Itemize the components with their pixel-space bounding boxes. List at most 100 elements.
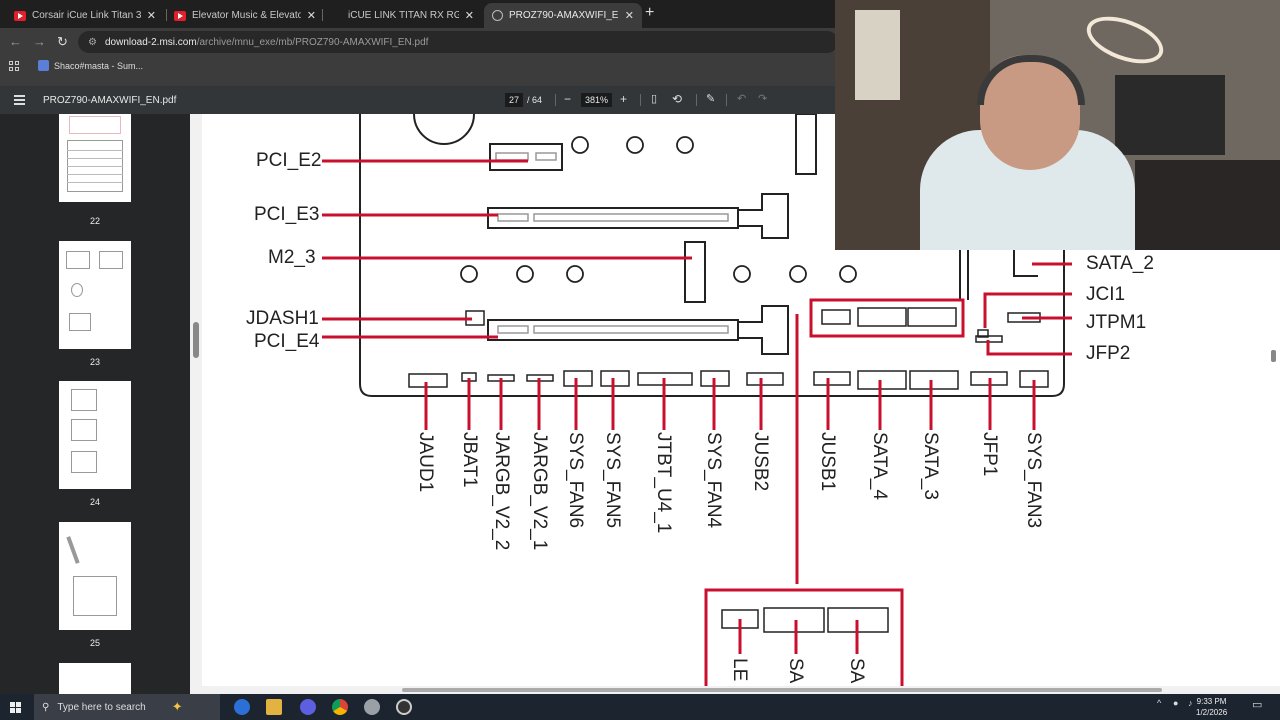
tray-expand-icon[interactable]: ^ bbox=[1157, 698, 1162, 708]
toolbar-divider bbox=[555, 94, 556, 106]
tab-divider bbox=[166, 9, 167, 21]
menu-icon[interactable] bbox=[14, 95, 25, 107]
horizontal-scrollbar[interactable] bbox=[202, 686, 1280, 694]
tab-corsair-video[interactable]: Corsair iCue Link Titan 360 RX ✕ bbox=[6, 3, 164, 28]
close-tab-icon[interactable]: ✕ bbox=[624, 10, 634, 22]
toolbar-divider bbox=[640, 94, 641, 106]
thumb-figure bbox=[71, 451, 97, 473]
thumb-table bbox=[99, 251, 123, 269]
label-jfp1: JFP1 bbox=[979, 432, 1000, 477]
webcam-ring-light bbox=[1080, 7, 1170, 73]
obs-icon[interactable] bbox=[396, 699, 412, 715]
bookmark-item[interactable]: Shaco#masta - Sum... bbox=[38, 60, 143, 71]
reload-icon[interactable]: ↻ bbox=[57, 34, 68, 49]
windows-taskbar: ⚲ Type here to search ✦ ^ ● ♪ 9:33 PM 1/… bbox=[0, 694, 1280, 720]
microphone-icon[interactable]: ● bbox=[1173, 698, 1179, 708]
discord-icon[interactable] bbox=[300, 699, 316, 715]
sidebar-scrollbar[interactable] bbox=[190, 114, 202, 694]
zoom-in-button[interactable]: + bbox=[620, 92, 628, 106]
fit-page-icon[interactable]: ▯ bbox=[651, 93, 658, 105]
thumb-figure bbox=[73, 576, 117, 616]
file-explorer-icon[interactable] bbox=[266, 699, 282, 715]
notifications-icon[interactable]: ▭ bbox=[1252, 699, 1263, 711]
app-icon-gray[interactable] bbox=[364, 699, 380, 715]
globe-icon bbox=[492, 10, 503, 21]
thumb-figure bbox=[71, 419, 97, 441]
taskbar-clock[interactable]: 9:33 PM 1/2/2026 bbox=[1196, 696, 1227, 718]
thumbnail-page-26[interactable] bbox=[59, 663, 131, 694]
board-outline bbox=[359, 114, 1065, 397]
sata-port bbox=[907, 307, 957, 327]
new-tab-button[interactable]: + bbox=[645, 4, 655, 21]
callout-line bbox=[986, 340, 1072, 356]
label-jtbt-u4-1: JTBT_U4_1 bbox=[653, 432, 674, 534]
thumbnail-sidebar: 22 23 24 25 bbox=[0, 114, 190, 694]
thumbnail-page-23[interactable] bbox=[59, 241, 131, 349]
forward-arrow-icon[interactable]: → bbox=[33, 34, 46, 49]
motherboard-layout-diagram bbox=[322, 114, 1072, 686]
thumbnail-page-25[interactable] bbox=[59, 522, 131, 630]
mounting-hole bbox=[839, 265, 857, 283]
slot-latch bbox=[738, 193, 789, 239]
thumb-line bbox=[67, 174, 123, 175]
page-number-input[interactable]: 27 bbox=[505, 93, 524, 107]
slot-contact bbox=[495, 152, 529, 161]
url-input[interactable]: ⚙ download-2.msi.com /archive/mnu_exe/mb… bbox=[78, 31, 838, 53]
pdf-toolbar: PROZ790-AMAXWIFI_EN.pdf 27 / 64 − 381% +… bbox=[0, 86, 840, 114]
thumbnail-page-number: 25 bbox=[89, 638, 100, 648]
app-icon-blue[interactable] bbox=[234, 699, 250, 715]
header-sata4 bbox=[857, 370, 907, 390]
back-arrow-icon[interactable]: ← bbox=[9, 34, 22, 49]
apps-grid-icon[interactable] bbox=[9, 61, 19, 71]
close-tab-icon[interactable]: ✕ bbox=[306, 10, 316, 22]
horizontal-scroll-thumb[interactable] bbox=[402, 688, 1162, 692]
label-sys-fan3: SYS_FAN3 bbox=[1023, 432, 1044, 529]
undo-icon[interactable]: ↶ bbox=[737, 93, 747, 105]
label-jtpm1: JTPM1 bbox=[1086, 312, 1147, 333]
site-settings-icon[interactable]: ⚙ bbox=[88, 36, 97, 48]
chrome-icon[interactable] bbox=[332, 699, 348, 715]
redo-icon[interactable]: ↷ bbox=[758, 93, 768, 105]
close-tab-icon[interactable]: ✕ bbox=[464, 10, 474, 22]
label-inset-sata: SA bbox=[785, 658, 806, 684]
close-tab-icon[interactable]: ✕ bbox=[146, 10, 156, 22]
label-jci1: JCI1 bbox=[1086, 284, 1126, 305]
callout-lines bbox=[322, 159, 1072, 686]
slot-contact bbox=[535, 152, 557, 161]
callout-line bbox=[983, 292, 1072, 328]
mounting-hole bbox=[789, 265, 807, 283]
webcam-desk bbox=[1135, 160, 1280, 250]
thumb-figure bbox=[71, 283, 83, 297]
vertical-scroll-thumb[interactable] bbox=[1271, 350, 1276, 362]
thumbnail-page-24[interactable] bbox=[59, 381, 131, 489]
sata2-connector bbox=[1013, 246, 1038, 277]
mounting-holes bbox=[460, 136, 857, 283]
rotate-icon[interactable]: ⟲ bbox=[672, 92, 683, 106]
zoom-level-input[interactable]: 381% bbox=[581, 93, 613, 107]
m2-slot-right bbox=[959, 246, 969, 300]
tab-elevator-music[interactable]: Elevator Music & Elevator Jazz ✕ bbox=[166, 3, 324, 28]
speaker-icon[interactable]: ♪ bbox=[1188, 698, 1193, 708]
sata-highlight-box bbox=[809, 298, 965, 338]
clock-time: 9:33 PM bbox=[1196, 697, 1227, 706]
taskbar-search-input[interactable]: ⚲ Type here to search ✦ bbox=[34, 694, 220, 720]
windows-start-icon[interactable] bbox=[10, 702, 21, 713]
label-jbat1: JBAT1 bbox=[459, 432, 480, 488]
sata-led bbox=[821, 309, 851, 325]
label-jaud1: JAUD1 bbox=[415, 432, 436, 493]
clock-date: 1/2/2026 bbox=[1196, 708, 1228, 717]
zoom-out-button[interactable]: − bbox=[564, 92, 572, 106]
annotate-icon[interactable]: ✎ bbox=[706, 93, 716, 105]
mounting-hole bbox=[571, 136, 589, 154]
tab-divider bbox=[322, 9, 323, 21]
label-jfp2: JFP2 bbox=[1086, 343, 1131, 364]
youtube-icon bbox=[14, 10, 26, 21]
thumbnail-page-22[interactable] bbox=[59, 114, 131, 202]
tab-icue-link[interactable]: iCUE LINK TITAN RX RGB AIO C ✕ bbox=[348, 10, 474, 22]
youtube-icon bbox=[174, 10, 186, 21]
label-pci-e3: PCI_E3 bbox=[254, 204, 320, 225]
slot-latch bbox=[738, 305, 789, 355]
sidebar-scroll-thumb[interactable] bbox=[193, 322, 199, 358]
tab-pdf[interactable]: PROZ790-AMAXWIFI_EN.pdf ✕ bbox=[484, 3, 642, 28]
mounting-hole bbox=[566, 265, 584, 283]
